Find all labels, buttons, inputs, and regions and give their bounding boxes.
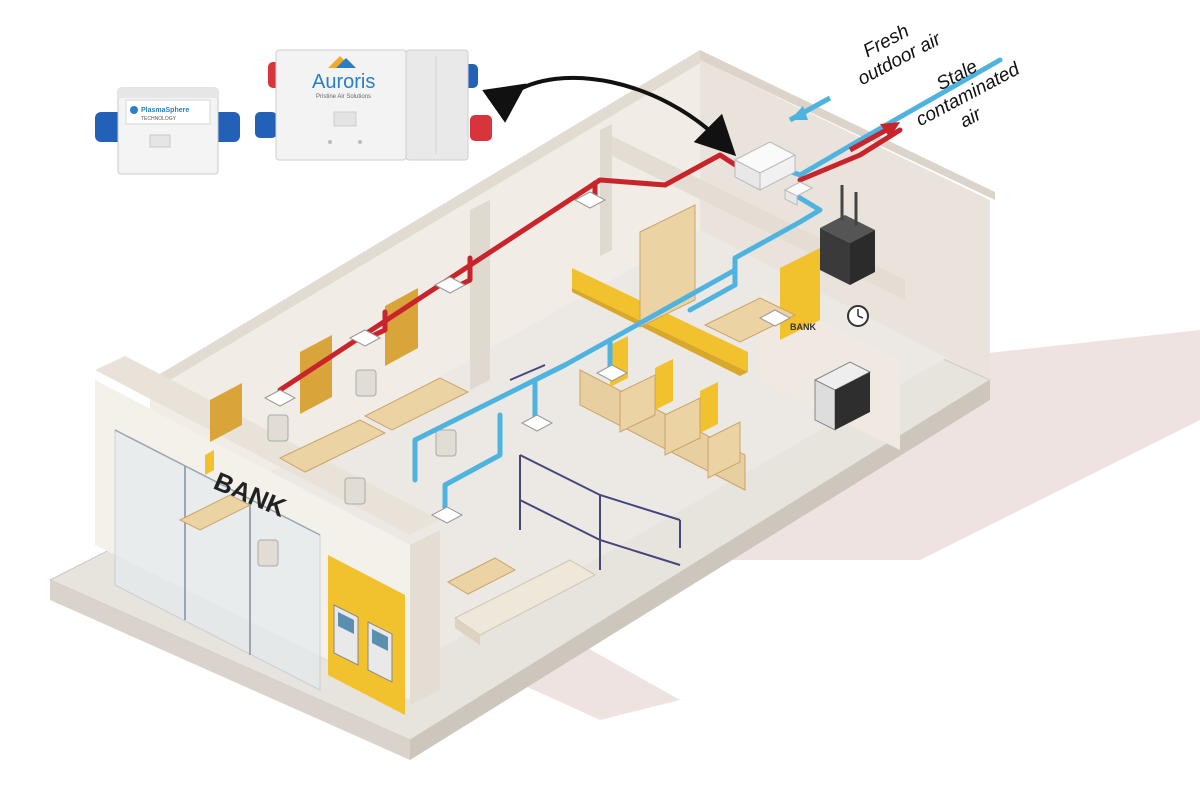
queue-barriers	[509, 364, 681, 570]
plasma-brand-line-2: TECHNOLOGY	[141, 116, 177, 122]
atm-machine-1[interactable]	[333, 604, 359, 666]
auroris-side-panel	[405, 49, 469, 161]
atm-panel	[328, 555, 405, 715]
auroris-left-port-blue	[255, 112, 277, 138]
coffee-table	[446, 557, 517, 595]
atm-machine-2[interactable]	[367, 621, 393, 683]
back-cabinet	[639, 204, 696, 328]
plasmasphere-unit: PlasmaSphere TECHNOLOGY	[95, 87, 240, 175]
plasma-brand-line-1: PlasmaSphere	[141, 107, 189, 114]
desk-middle	[363, 377, 470, 431]
fresh-air-label: Fresh outdoor air	[854, 21, 945, 90]
supply-diffusers	[430, 309, 792, 524]
auroris-unit: Auroris Pristine Air Solutions	[255, 49, 492, 161]
ceiling-erv-unit	[733, 141, 814, 206]
plasma-logo-icon	[130, 106, 138, 114]
back-office-desk	[703, 297, 797, 343]
desk-lobby	[178, 494, 252, 531]
teller-beam	[572, 268, 748, 372]
auroris-tagline: Pristine Air Solutions	[316, 94, 371, 100]
office-desks	[178, 369, 597, 645]
exhaust-grilles	[263, 191, 607, 407]
printer	[813, 361, 872, 431]
plasma-right-port	[212, 112, 240, 142]
desk-left	[278, 419, 387, 473]
entrance-glass	[114, 429, 321, 691]
teller-boxes	[619, 374, 741, 479]
office-chairs	[257, 369, 457, 567]
auroris-right-port-red	[470, 115, 492, 141]
plasma-label-plate	[125, 99, 211, 125]
office-divider-wall	[470, 200, 490, 390]
fresh-air-arrow	[788, 95, 832, 123]
poster-piggy-bank	[210, 383, 242, 442]
auroris-brand: Auroris	[312, 71, 375, 93]
wall-bank-label: BANK	[790, 322, 816, 332]
electrical-cabinet	[820, 185, 875, 285]
poster-bank-building	[300, 335, 332, 414]
wall-clock	[847, 305, 869, 327]
plasma-left-port	[95, 112, 123, 142]
product-callout-arrow	[482, 75, 737, 157]
teller-area	[572, 204, 797, 491]
teller-beam-bottom	[572, 288, 748, 376]
stale-air-arrow	[848, 122, 900, 153]
lobby-sofa	[454, 559, 597, 636]
